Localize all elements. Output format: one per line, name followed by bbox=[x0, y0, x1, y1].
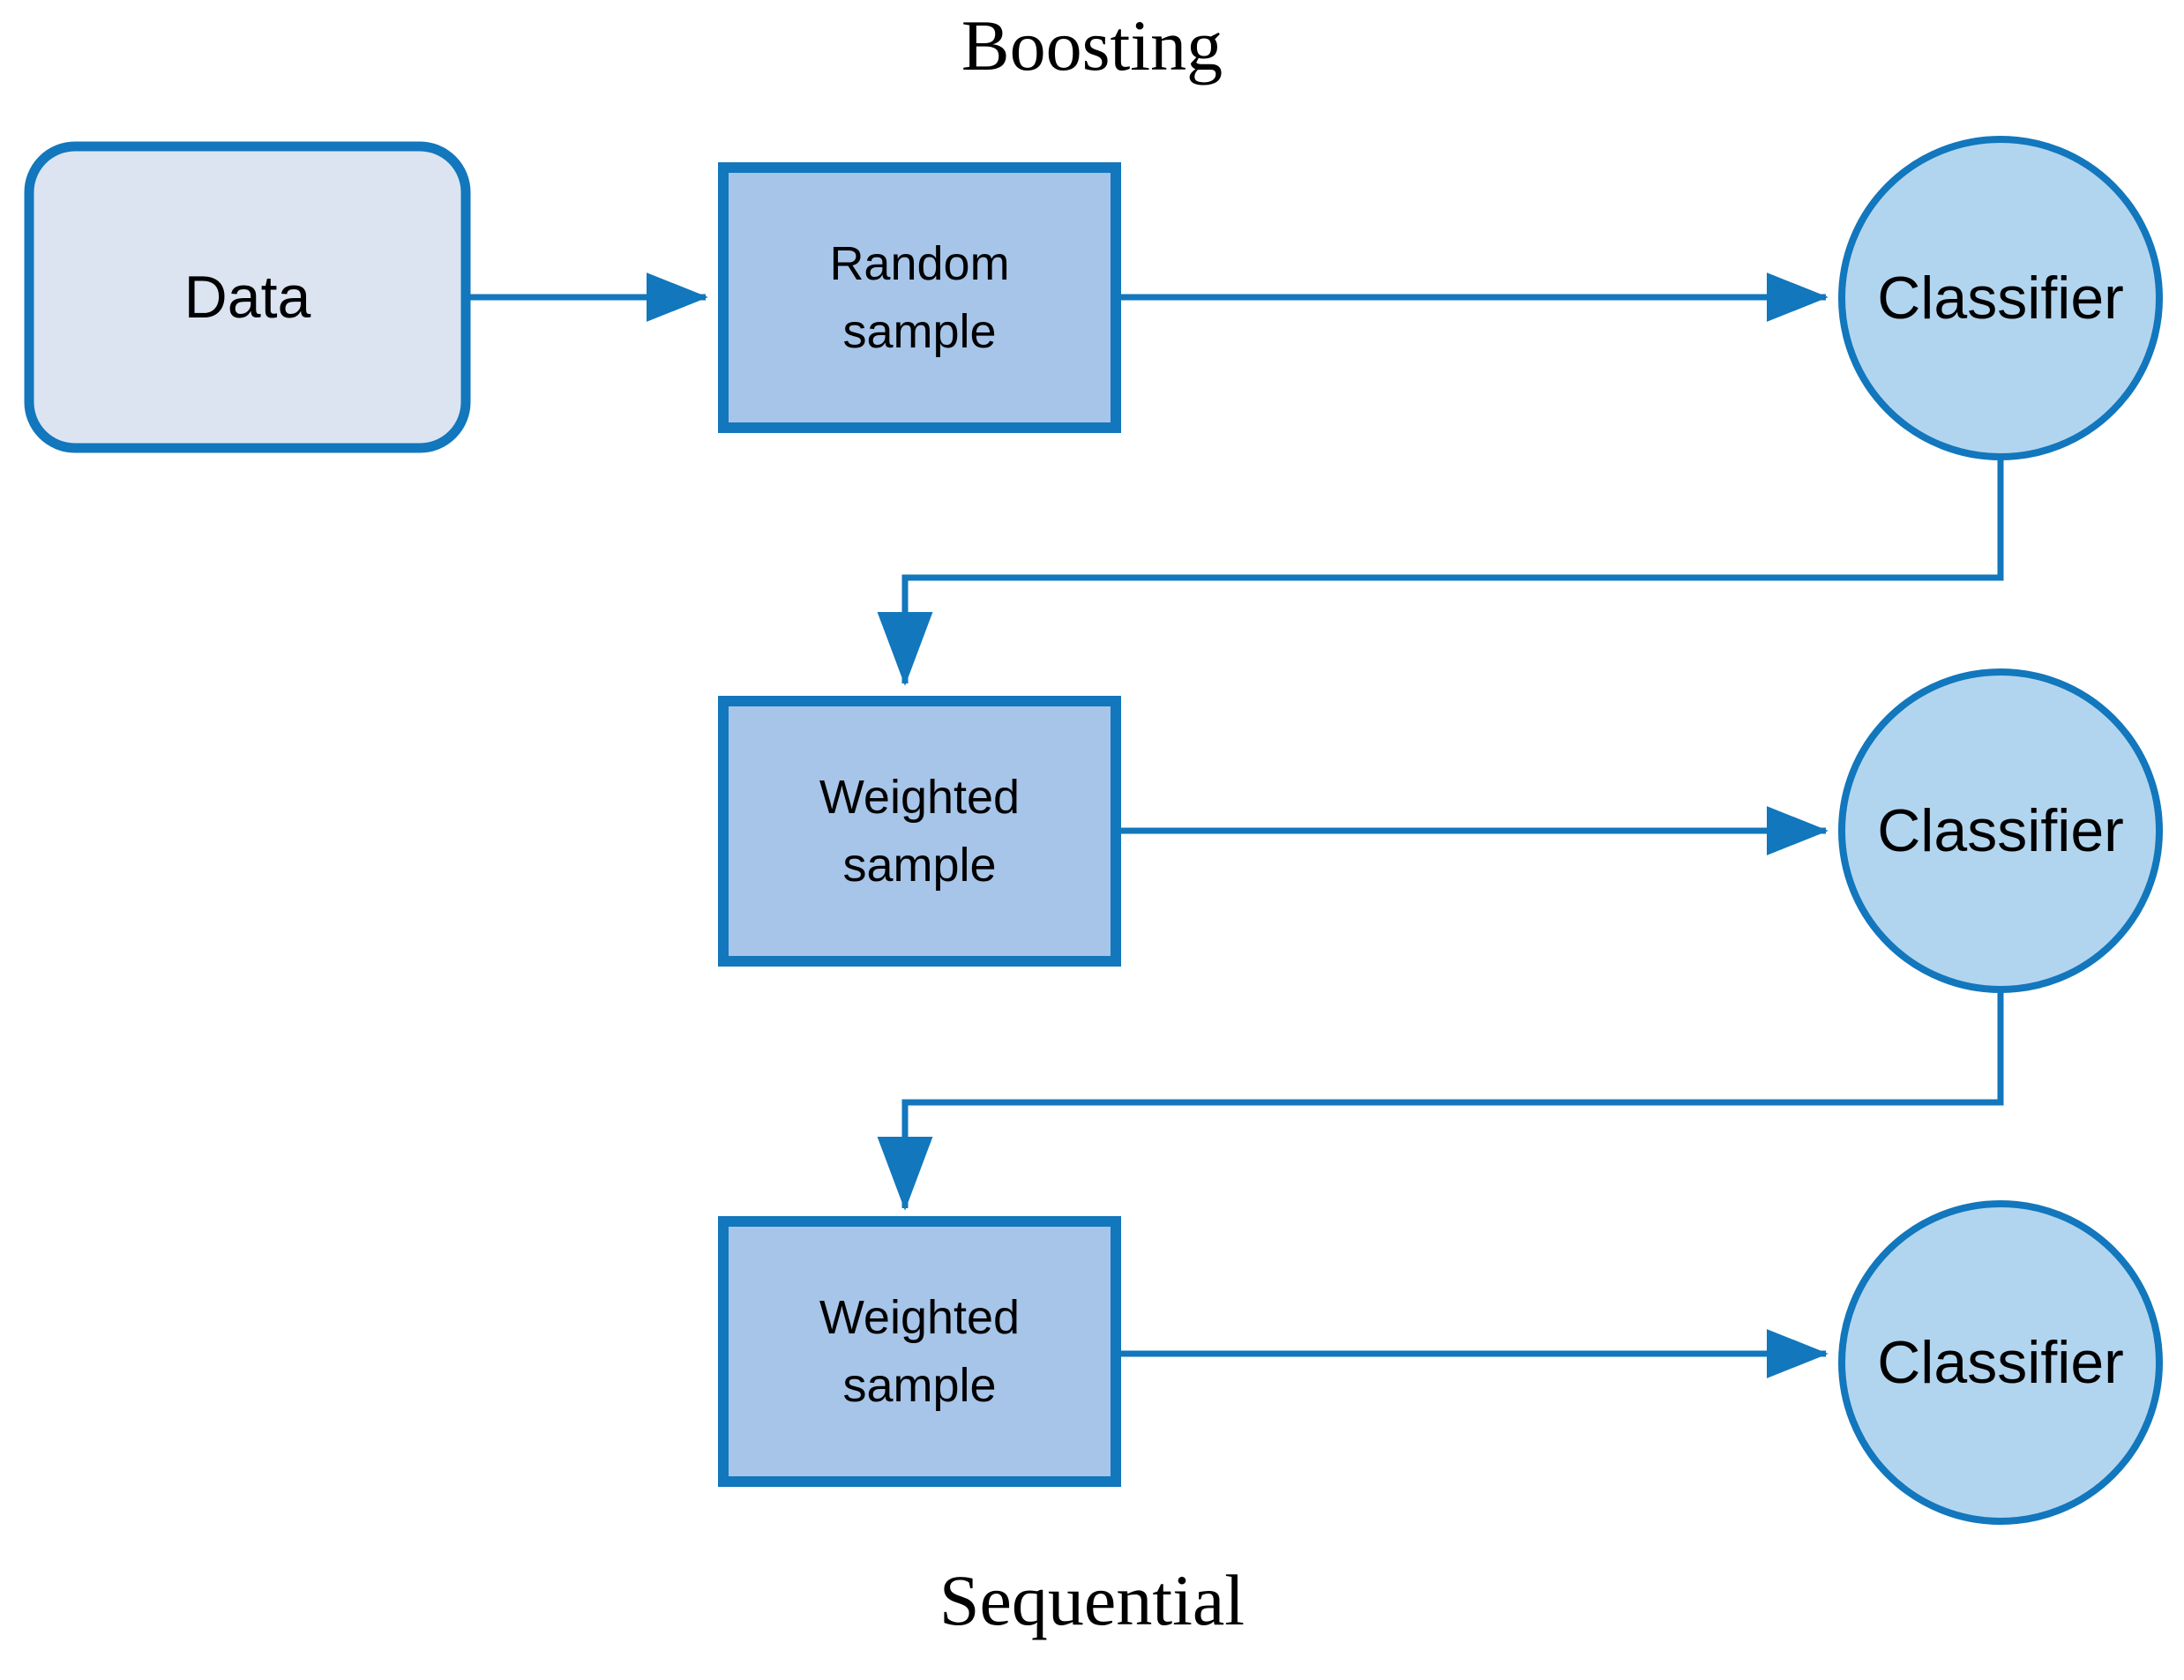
edge-classifier-2-to-weighted-sample-2 bbox=[877, 989, 2004, 1211]
node-data[interactable] bbox=[24, 141, 471, 453]
node-classifier-3[interactable] bbox=[1838, 1200, 2163, 1525]
diagram-title: Boosting bbox=[961, 5, 1223, 86]
node-classifier-1[interactable] bbox=[1838, 136, 2163, 460]
node-weighted-sample-2[interactable] bbox=[718, 1216, 1121, 1487]
node-random-sample[interactable] bbox=[718, 162, 1121, 433]
node-classifier-2[interactable] bbox=[1838, 668, 2163, 993]
edge-classifier-1-to-weighted-sample-1 bbox=[877, 457, 2004, 686]
node-weighted-sample-1[interactable] bbox=[718, 696, 1121, 967]
diagram-bottom-caption: Sequential bbox=[939, 1560, 1245, 1640]
